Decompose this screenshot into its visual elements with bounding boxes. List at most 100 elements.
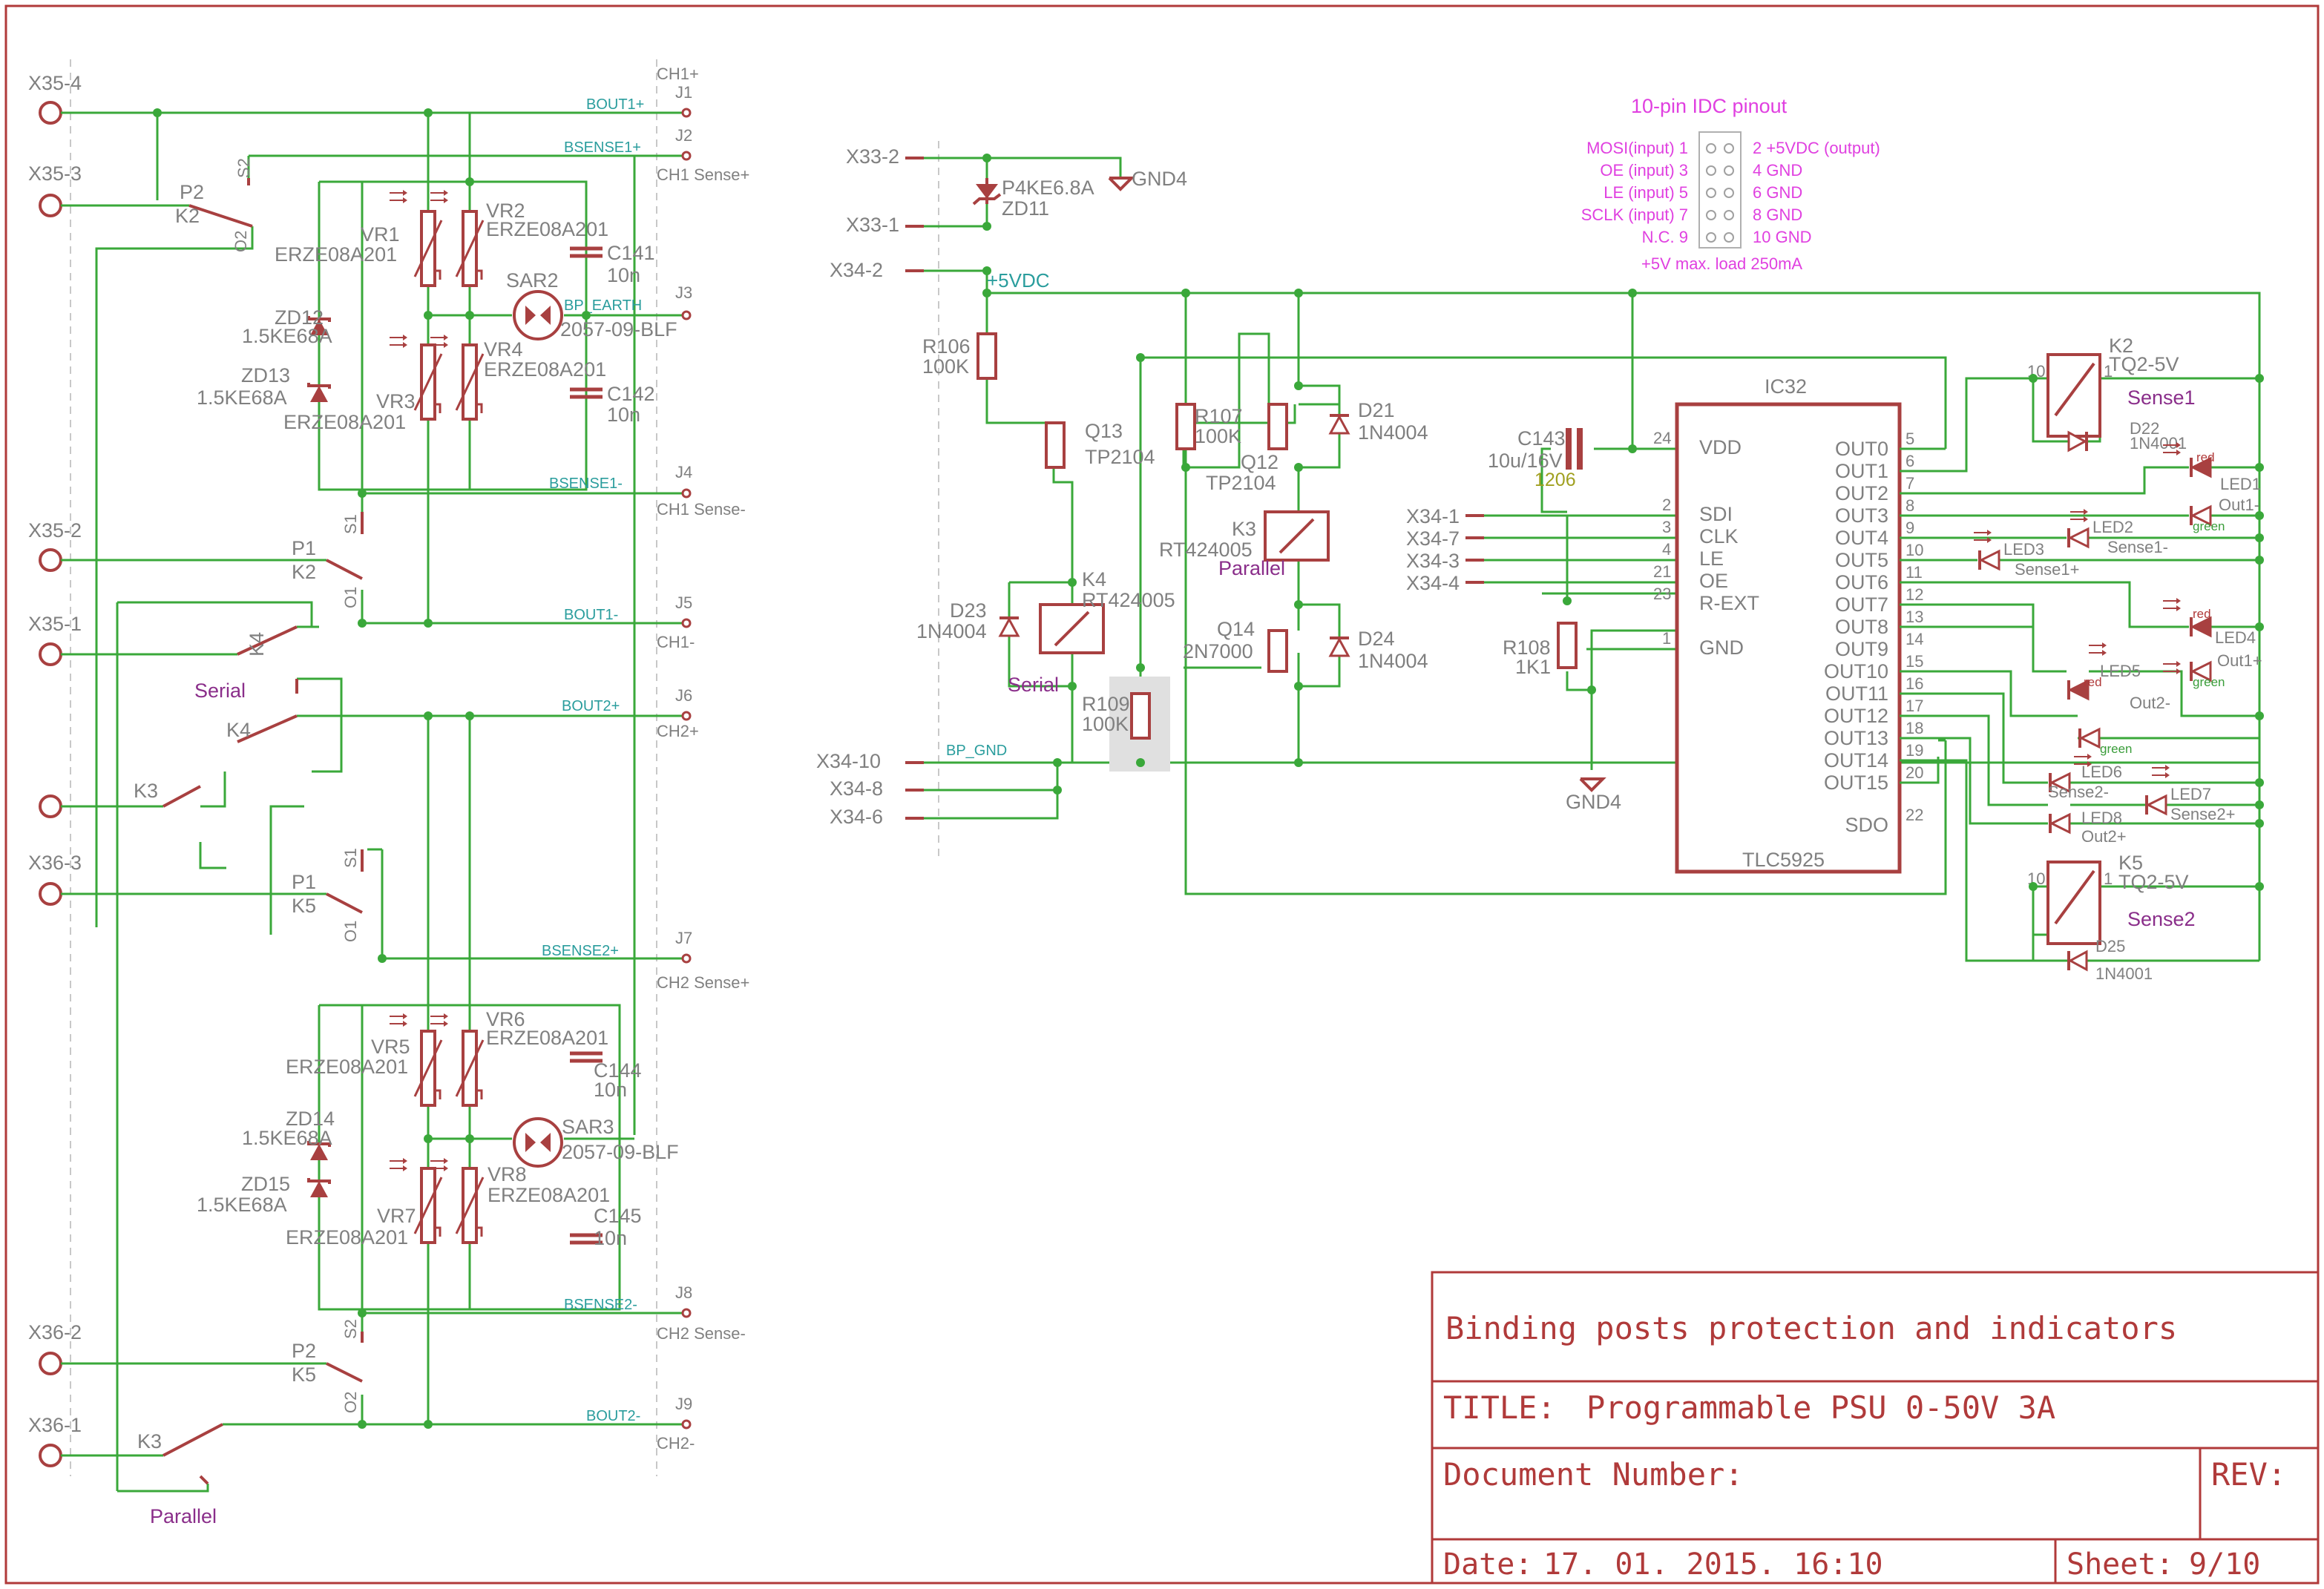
conn-x35-1: X35-1 [28, 613, 82, 635]
conn-x34-7: X34-7 [1406, 527, 1460, 550]
ic-rpin-num-10: 10 [1906, 541, 1923, 559]
k5-s1: S1 [341, 848, 360, 868]
idc-note: +5V max. load 250mA [1641, 254, 1802, 273]
output-pins: BOUT1+ J1 CH1+ BSENSE1+ J2 CH1 Sense+ BP… [542, 65, 749, 1453]
net-bout2p: BOUT2+ [562, 698, 620, 714]
net-bsense1p: BSENSE1+ [564, 139, 641, 156]
ic32-label: IC32 [1765, 375, 1807, 398]
parallel-label-1: Parallel [150, 1505, 217, 1527]
d21-label: D21 [1358, 399, 1395, 421]
ic-rpin-num-15: 15 [1906, 652, 1923, 671]
middle-connectors: X33-2 X33-1 X34-2 X34-10 X34-8 X34-6 [816, 145, 899, 828]
q12-value: TP2104 [1206, 472, 1276, 494]
c143-value: 10u/16V [1488, 450, 1563, 472]
led7-label: LED7 [2170, 785, 2211, 803]
q14-label: Q14 [1217, 618, 1255, 640]
bp-gnd-label: BP_GND [946, 743, 1007, 759]
ch-ch1m: CH1- [657, 633, 695, 651]
sar3-value: 2057-09-BLF [562, 1141, 679, 1163]
ic-rpin-num-19: 19 [1906, 741, 1923, 760]
ic-rpin-num-12: 12 [1906, 585, 1923, 604]
ic-rpin-name-sdo: SDO [1845, 814, 1888, 836]
led7-net: Sense2+ [2170, 805, 2235, 823]
ic-rpin-num-18: 18 [1906, 719, 1923, 737]
zd13-value: 1.5KE68A [197, 386, 287, 409]
tb-title: Programmable PSU 0-50V 3A [1586, 1389, 2055, 1426]
tb-docnum-label: Document Number: [1443, 1456, 1744, 1493]
tb-title-label: TITLE: [1443, 1389, 1556, 1426]
led2-net: Sense1- [2107, 538, 2168, 556]
k2-p2: P2 [180, 181, 204, 203]
led5-label: LED5 [2100, 662, 2141, 680]
ic-rpin-num-20: 20 [1906, 763, 1923, 782]
k5-pin-1: 1 [2104, 869, 2113, 888]
vr5-value: ERZE08A201 [286, 1056, 408, 1078]
zd13-label: ZD13 [241, 364, 290, 386]
led1-color: red [2196, 450, 2215, 464]
zd14-label: ZD14 [286, 1108, 335, 1130]
led4-net: Out1+ [2217, 651, 2262, 670]
ic-rpin-num-22: 22 [1906, 806, 1923, 824]
conn-x34-6: X34-6 [830, 806, 883, 828]
k5-name-2: K5 [292, 1363, 316, 1386]
zd11-value: P4KE6.8A [1002, 177, 1094, 199]
d22-value: 1N4001 [2130, 434, 2187, 453]
ic-rpin-name-out11: OUT11 [1825, 682, 1888, 705]
sar2-label: SAR2 [506, 269, 559, 292]
ic-rpin-name-out9: OUT9 [1835, 638, 1888, 660]
k2-o1: O1 [341, 587, 360, 608]
tb-sheet-label: Sheet: [2067, 1547, 2174, 1582]
d21-value: 1N4004 [1358, 421, 1428, 444]
ic-rpin-name-out5: OUT5 [1835, 549, 1888, 571]
ic-rpin-num-8: 8 [1906, 496, 1914, 515]
ic-rpin-name-out13: OUT13 [1824, 727, 1888, 749]
pin-j9: J9 [675, 1395, 692, 1413]
k2-s1: S1 [341, 514, 360, 534]
conn-x33-1: X33-1 [846, 214, 899, 236]
vr6-label: VR6 [486, 1008, 525, 1030]
k4-label-1: K4 [246, 632, 268, 657]
ic-pin-le: LE [1699, 547, 1724, 570]
ic-pin-clk: CLK [1699, 525, 1739, 547]
ic-rpin-name-out15: OUT15 [1824, 772, 1888, 794]
k5-relay-label: K5 [2118, 852, 2143, 874]
conn-x34-1: X34-1 [1406, 505, 1460, 527]
d24-label: D24 [1358, 628, 1395, 650]
c145-label: C145 [594, 1205, 642, 1227]
net-bout2m: BOUT2- [586, 1408, 640, 1424]
k2-name-2: K2 [292, 561, 316, 583]
tb-date: 17. 01. 2015. 16:10 [1543, 1547, 1883, 1582]
protection-block-2: VR6 ERZE08A201 VR5 ERZE08A201 C144 10n Z… [197, 1008, 679, 1249]
k5-name-1: K5 [292, 895, 316, 917]
idc-pinout: 10-pin IDC pinout MOSI(input) 1 OE (inpu… [1581, 95, 1880, 273]
pin-j5: J5 [675, 593, 692, 612]
ch-ch2-sense-m: CH2 Sense- [657, 1324, 746, 1343]
k2-pin-1: 1 [2104, 362, 2113, 381]
d23-label: D23 [950, 599, 987, 622]
r108-label: R108 [1503, 636, 1551, 659]
led6-net: Sense2- [2048, 783, 2109, 801]
c141-label: C141 [607, 242, 655, 264]
conn-x34-4: X34-4 [1406, 572, 1460, 594]
k2-p1: P1 [292, 537, 316, 559]
pin-j2: J2 [675, 126, 692, 145]
conn-x36-3: X36-3 [28, 852, 82, 874]
tb-sheet: 9/10 [2189, 1547, 2260, 1582]
gnd4-label-2: GND4 [1566, 791, 1621, 813]
d23-value: 1N4004 [916, 620, 987, 642]
zd15-value: 1.5KE68A [197, 1194, 287, 1216]
vr3-value: ERZE08A201 [283, 411, 406, 433]
conn-x36-1: X36-1 [28, 1414, 82, 1436]
ic-pin-gnd: GND [1699, 636, 1744, 659]
ic-pin-2: 2 [1662, 496, 1671, 514]
conn-x34-3: X34-3 [1406, 550, 1460, 572]
zd15-label: ZD15 [241, 1173, 290, 1195]
r109-label: R109 [1082, 693, 1130, 715]
k5-o2: O2 [341, 1392, 360, 1413]
idc-right-8: 8 GND [1753, 205, 1802, 224]
led2-label: LED2 [2092, 518, 2133, 536]
conn-x35-4: X35-4 [28, 72, 82, 94]
ic-pin-24: 24 [1653, 429, 1671, 447]
r109-value: 100K [1082, 713, 1129, 735]
ic-pin-rext: R-EXT [1699, 592, 1759, 614]
